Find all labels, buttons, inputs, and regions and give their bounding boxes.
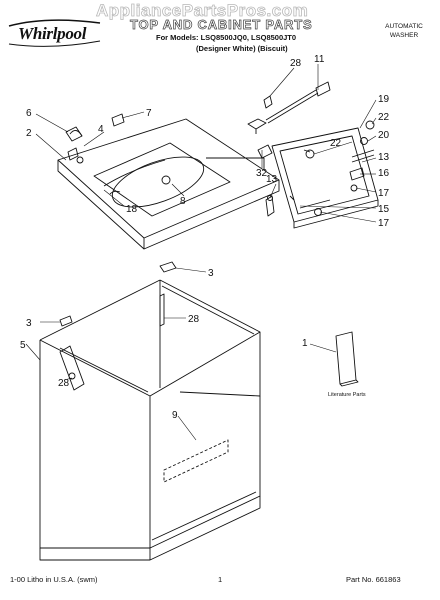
callout-28: 28	[290, 58, 302, 69]
callout-5: 5	[20, 340, 26, 351]
callout-13: 13	[266, 174, 278, 185]
callout-20: 20	[378, 130, 390, 141]
callout-leader-lines	[25, 64, 377, 441]
callout-11: 11	[314, 54, 325, 65]
washer-cabinet	[39, 279, 261, 561]
brand-logo: Whirlpool	[6, 14, 106, 48]
washer-top-panel	[57, 118, 280, 250]
watermark: AppliancePartsPros.com	[96, 1, 309, 21]
literature-booklet	[335, 331, 359, 387]
callout-19: 19	[378, 94, 390, 105]
callout-4: 4	[98, 124, 104, 135]
model-list: For Models: LSQ8500JQ0, LSQ8500JT0	[156, 33, 297, 42]
callout-17: 17	[378, 218, 390, 229]
callout-28: 28	[58, 378, 70, 389]
part-number: Part No. 661863	[346, 575, 401, 584]
callout-1: 1	[302, 338, 308, 349]
callout-7: 7	[146, 108, 152, 119]
logo-swoosh-icon	[8, 19, 101, 47]
callout-22: 22	[330, 138, 342, 149]
page-number: 1	[218, 575, 223, 584]
color-variants: (Designer White) (Biscuit)	[196, 44, 288, 53]
callout-15: 15	[378, 204, 390, 215]
cabinet-corner-brackets	[59, 293, 165, 391]
cabinet-clip	[159, 261, 177, 273]
callout-22: 22	[378, 112, 390, 123]
callout-3: 3	[208, 268, 214, 279]
brand-name: Whirlpool	[18, 24, 87, 43]
reference-bracket	[206, 157, 265, 170]
literature-parts-label-text: Literature Parts	[328, 392, 366, 398]
literature-parts-label: Literature Parts	[328, 392, 366, 398]
product-type-line1: AUTOMATIC	[385, 23, 423, 30]
callout-6: 6	[26, 108, 32, 119]
product-type: AUTOMATIC WASHER	[376, 22, 432, 40]
callout-17: 17	[378, 188, 390, 199]
cabinet-clip	[59, 315, 73, 327]
callout-28: 28	[188, 314, 200, 325]
lid-bumpers-and-screws	[265, 120, 375, 217]
callout-32: 32	[256, 168, 268, 179]
callout-2: 2	[26, 128, 32, 139]
callout-8: 8	[180, 196, 186, 207]
callout-3: 3	[26, 318, 32, 329]
cabinet-label-plate	[163, 439, 229, 483]
page-title: TOP AND CABINET PARTS	[130, 17, 313, 33]
callout-18: 18	[126, 204, 138, 215]
callout-9: 9	[172, 410, 178, 421]
callout-numbers: 28 11 6 7 19 22 4 2 22 20 32 13 16 18 8 …	[20, 54, 390, 421]
print-info: 1-00 Litho in U.S.A. (swm)	[10, 575, 98, 584]
callout-16: 16	[378, 168, 390, 179]
lid-hinge-parts	[247, 95, 273, 159]
hinge-pins-and-clips	[65, 113, 125, 164]
washer-lid	[271, 127, 379, 229]
wire-harness	[265, 81, 331, 124]
callout-13: 13	[378, 152, 390, 163]
product-type-line2: WASHER	[389, 32, 419, 39]
